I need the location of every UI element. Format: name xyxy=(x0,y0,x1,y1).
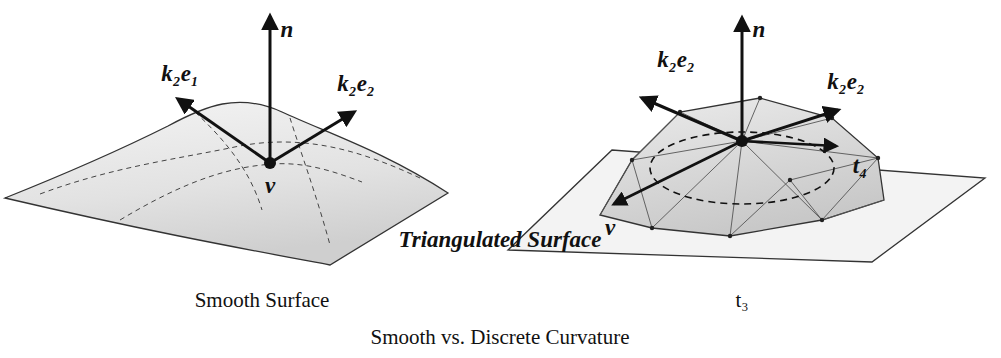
label: Triangulated Surface xyxy=(399,227,602,252)
curvature-arrow xyxy=(270,112,354,163)
drawing-part xyxy=(728,234,732,238)
dashed-curve xyxy=(40,142,420,194)
normal-arrow xyxy=(269,16,272,163)
vector-label: k₂e₁ xyxy=(161,61,199,86)
panel-label: t₃ xyxy=(735,289,748,312)
tangent-arrow xyxy=(614,141,742,204)
smooth-surface xyxy=(5,102,448,265)
drawing-part xyxy=(830,116,834,120)
vector-label: k₂e₂ xyxy=(657,47,695,72)
drawing-part xyxy=(788,178,792,182)
vector-label: v xyxy=(605,215,615,240)
vector-label: k₂e₂ xyxy=(827,69,865,94)
drawing-part xyxy=(730,141,742,236)
drawing-part xyxy=(758,96,762,100)
vector-label: n xyxy=(753,17,766,42)
drawing-part xyxy=(742,141,822,220)
drawing-part xyxy=(632,112,680,160)
drawing-part xyxy=(820,218,824,222)
drawing-part xyxy=(600,160,632,215)
curvature-arrow xyxy=(642,98,742,141)
dashed-curve xyxy=(195,112,262,210)
dashed-curve xyxy=(120,164,362,220)
drawing-part xyxy=(790,180,822,220)
drawing-part xyxy=(650,226,654,230)
drawing-part xyxy=(876,156,880,160)
vertex-dot xyxy=(264,157,276,169)
drawing-part xyxy=(630,158,634,162)
curvature-arrow xyxy=(178,99,270,163)
drawing-part xyxy=(730,180,790,236)
vector-label: t₄ xyxy=(853,153,867,178)
vector-label: n xyxy=(281,17,294,42)
drawing-part xyxy=(822,200,884,220)
curvature-arrow xyxy=(742,110,838,141)
figure-caption: Smooth vs. Discrete Curvature xyxy=(371,326,630,349)
normal-arrow xyxy=(741,18,744,141)
vertex-dot xyxy=(736,135,748,147)
mesh-vertices xyxy=(630,96,880,238)
drawing-part xyxy=(652,141,742,228)
vertex-label: v xyxy=(265,173,275,198)
dashed-ring xyxy=(650,132,834,204)
panel-label: Smooth Surface xyxy=(195,289,330,312)
tangent-arrow xyxy=(742,141,836,146)
vector-label: k₂e₂ xyxy=(337,71,375,96)
